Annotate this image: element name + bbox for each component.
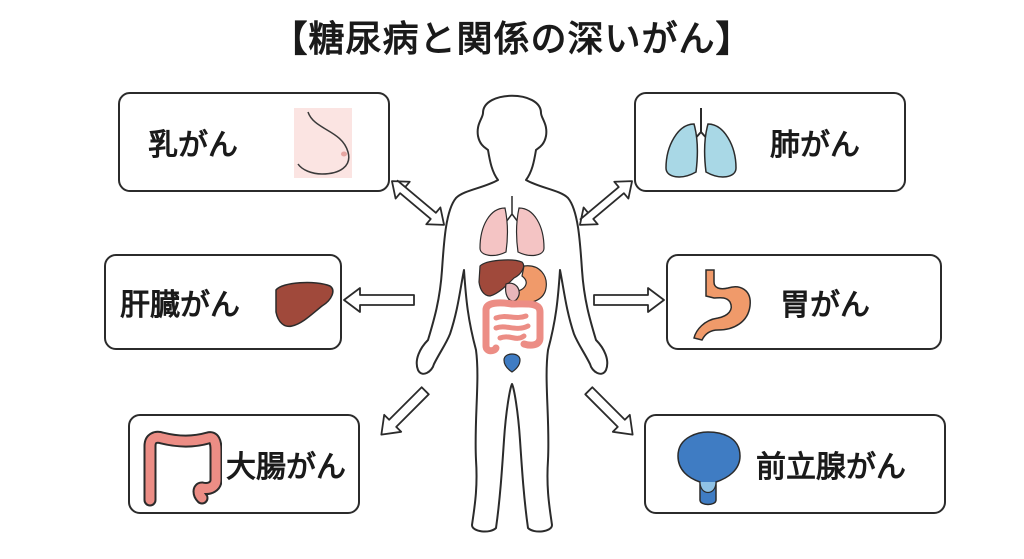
liver-cancer-label: 肝臓がん bbox=[120, 288, 240, 323]
page-title: 【糖尿病と関係の深いがん】 bbox=[271, 19, 753, 60]
liver-cancer-box: 肝臓がん bbox=[104, 254, 342, 350]
breast-icon bbox=[294, 108, 352, 178]
prostate-icon bbox=[677, 431, 741, 506]
arrow-liver bbox=[343, 287, 415, 313]
body-organs bbox=[478, 196, 547, 373]
lung-cancer-box: 肺がん bbox=[634, 92, 906, 192]
liver-icon bbox=[275, 281, 334, 328]
arrow-colon bbox=[380, 386, 430, 436]
lung-icon bbox=[665, 108, 737, 178]
stomach-icon bbox=[693, 269, 751, 341]
arrow-lung bbox=[579, 180, 633, 226]
lung-cancer-label: 肺がん bbox=[770, 128, 860, 163]
colon-icon bbox=[143, 430, 222, 507]
stomach-cancer-box: 胃がん bbox=[666, 254, 942, 350]
breast-cancer-box: 乳がん bbox=[118, 92, 390, 192]
colon-cancer-box: 大腸がん bbox=[128, 414, 360, 514]
arrow-breast bbox=[391, 179, 445, 226]
human-body-figure bbox=[415, 94, 609, 533]
colon-cancer-label: 大腸がん bbox=[226, 450, 346, 485]
arrow-stomach bbox=[593, 287, 665, 313]
arrows bbox=[343, 179, 665, 436]
prostate-cancer-label: 前立腺がん bbox=[756, 450, 906, 485]
arrow-prostate bbox=[584, 386, 634, 436]
prostate-cancer-box: 前立腺がん bbox=[644, 414, 946, 514]
stomach-cancer-label: 胃がん bbox=[780, 288, 870, 323]
breast-cancer-label: 乳がん bbox=[148, 128, 238, 163]
